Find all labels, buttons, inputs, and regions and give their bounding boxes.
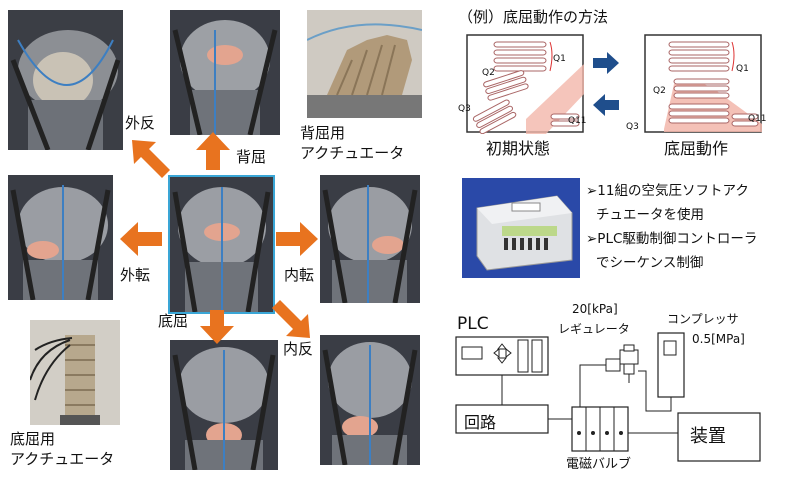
arrow-right-orange — [276, 222, 318, 256]
label-abduction: 外転 — [120, 266, 151, 284]
label-dorsiflexion-actuator-2: アクチュエータ — [300, 144, 405, 162]
device-image — [8, 10, 123, 150]
label-plantar-motion: 底屈動作 — [664, 139, 729, 158]
arrow-right-blue — [593, 52, 619, 74]
q1-plantar: Q1 — [736, 64, 749, 74]
bullet-2-line-1: ➢PLC駆動制御コントローラ — [586, 231, 758, 247]
photo-top-middle — [170, 10, 280, 135]
actuator-image — [30, 320, 120, 425]
compressor-label: コンプレッサ — [667, 312, 739, 326]
q3-plantar: Q3 — [626, 122, 639, 132]
device-image — [170, 340, 278, 470]
regulator-label: レギュレータ — [558, 322, 630, 336]
arrow-up-left-orange — [132, 140, 170, 178]
photo-controller — [462, 178, 580, 278]
device-image — [170, 177, 273, 312]
plc-label: PLC — [457, 314, 489, 334]
label-adduction: 内転 — [284, 266, 315, 284]
device-image — [320, 175, 420, 303]
arrow-down-right-orange — [272, 300, 310, 338]
photo-top-left — [8, 10, 123, 150]
actuator-image — [307, 10, 422, 118]
arrow-left-orange — [120, 222, 162, 256]
label-eversion: 外反 — [125, 114, 156, 132]
photo-dorsiflexion-actuator — [307, 10, 422, 118]
label-plantarflexion-actuator-1: 底屈用 — [10, 430, 56, 448]
label-plantarflexion: 底屈 — [158, 312, 189, 330]
q2-plantar: Q2 — [653, 86, 666, 96]
system-diagram — [455, 332, 761, 462]
label-dorsiflexion: 背屈 — [236, 148, 267, 166]
controller-image — [462, 178, 580, 278]
bullet-1-line-1: ➢11組の空気圧ソフトアク — [586, 183, 749, 199]
valve-label: 電磁バルブ — [566, 457, 632, 472]
bullet-1-line-2: チュエータを使用 — [596, 207, 704, 223]
device-image — [320, 335, 420, 465]
q2-initial: Q2 — [482, 68, 495, 78]
compressor-pressure: 0.5[MPa] — [692, 332, 745, 346]
arrow-down-orange — [200, 310, 234, 344]
plantarflexion-diagram — [644, 34, 762, 133]
label-plantarflexion-actuator-2: アクチュエータ — [10, 450, 115, 468]
circuit-label: 回路 — [464, 413, 497, 432]
device-box — [677, 412, 761, 462]
photo-middle-left — [8, 175, 113, 300]
label-inversion: 内反 — [283, 340, 314, 358]
photo-center-neutral — [168, 175, 275, 314]
device-image — [8, 175, 113, 300]
device-label: 装置 — [690, 426, 726, 447]
photo-bottom-right — [320, 335, 420, 465]
device-image — [170, 10, 280, 135]
photo-plantarflexion-actuator — [30, 320, 120, 425]
bullet-2-line-2: でシーケンス制御 — [596, 255, 704, 271]
photo-middle-right — [320, 175, 420, 303]
q11-initial: Q11 — [568, 116, 587, 126]
q1-initial: Q1 — [553, 54, 566, 64]
q11-plantar: Q11 — [748, 114, 767, 124]
initial-state-diagram — [466, 34, 584, 134]
example-title: （例）底屈動作の方法 — [458, 8, 609, 26]
label-dorsiflexion-actuator-1: 背屈用 — [300, 124, 346, 142]
regulator-pressure: 20[kPa] — [572, 302, 618, 316]
photo-bottom-center — [170, 340, 278, 470]
arrow-up-orange — [196, 132, 230, 170]
arrow-left-blue — [593, 94, 619, 116]
q3-initial: Q3 — [458, 104, 471, 114]
label-initial-state: 初期状態 — [486, 139, 551, 158]
